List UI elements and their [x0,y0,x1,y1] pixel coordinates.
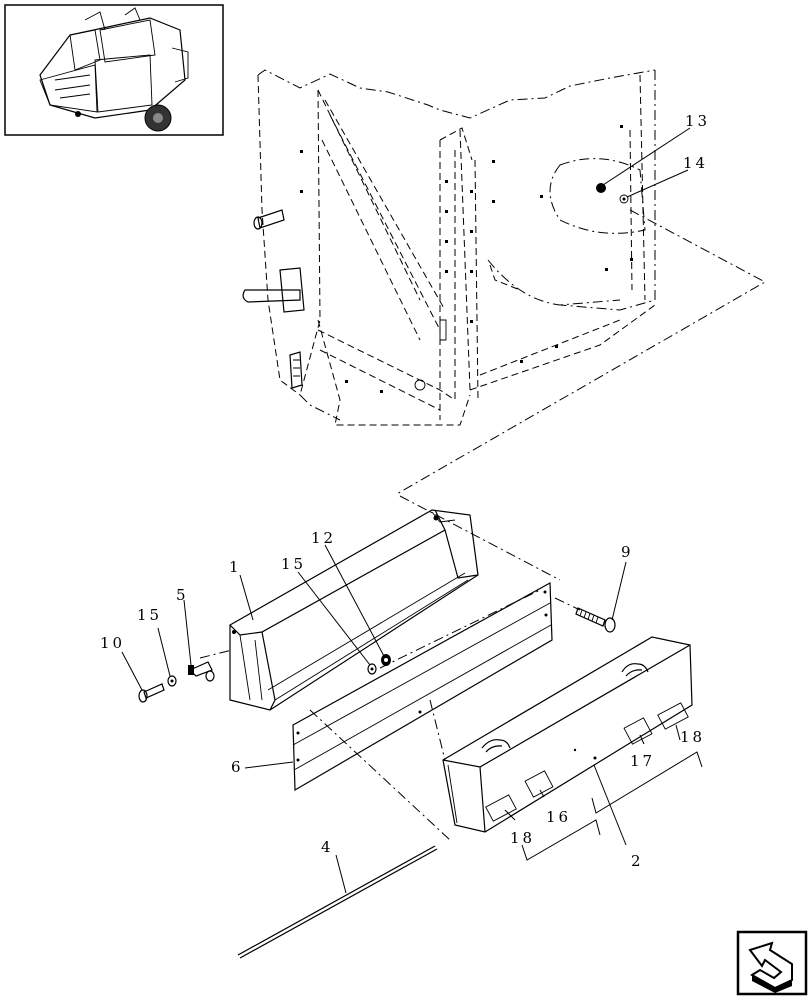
callout-2: 2 [631,852,644,870]
leader-lines [121,127,703,894]
callout-13: 13 [685,112,710,130]
callout-4: 4 [321,838,334,856]
callout-10: 10 [100,634,125,652]
callout-labels: 1 2 4 5 6 9 10 12 13 14 15 15 16 17 18 1… [100,112,710,870]
callout-18-right: 18 [680,728,705,746]
nut-part-12[interactable] [381,654,391,666]
baler-frame-phantom [242,69,656,426]
washer-part-15-center[interactable] [367,663,377,675]
callout-9: 9 [621,543,634,561]
callout-17: 17 [630,752,655,770]
baler-machine-thumbnail-icon[interactable] [4,4,224,136]
bolt-part-10[interactable] [138,683,165,703]
callout-5: 5 [176,586,189,604]
cover-part-2[interactable] [442,636,693,833]
callout-18-left: 18 [510,829,535,847]
callout-16: 16 [546,808,571,826]
bolt-part-9[interactable] [575,607,616,633]
return-arrow-icon[interactable] [736,930,808,996]
callout-6: 6 [231,758,244,776]
callout-12: 12 [311,529,336,547]
rod-part-4[interactable] [237,845,438,959]
washer-part-15-left[interactable] [167,675,177,687]
callout-14: 14 [683,154,708,172]
callout-15-left: 15 [137,606,162,624]
pin-part-5[interactable] [188,661,215,682]
tray-part-1[interactable] [229,509,479,711]
plate-part-6[interactable] [292,582,553,792]
callout-1: 1 [229,558,242,576]
callout-15-center: 15 [281,555,306,573]
